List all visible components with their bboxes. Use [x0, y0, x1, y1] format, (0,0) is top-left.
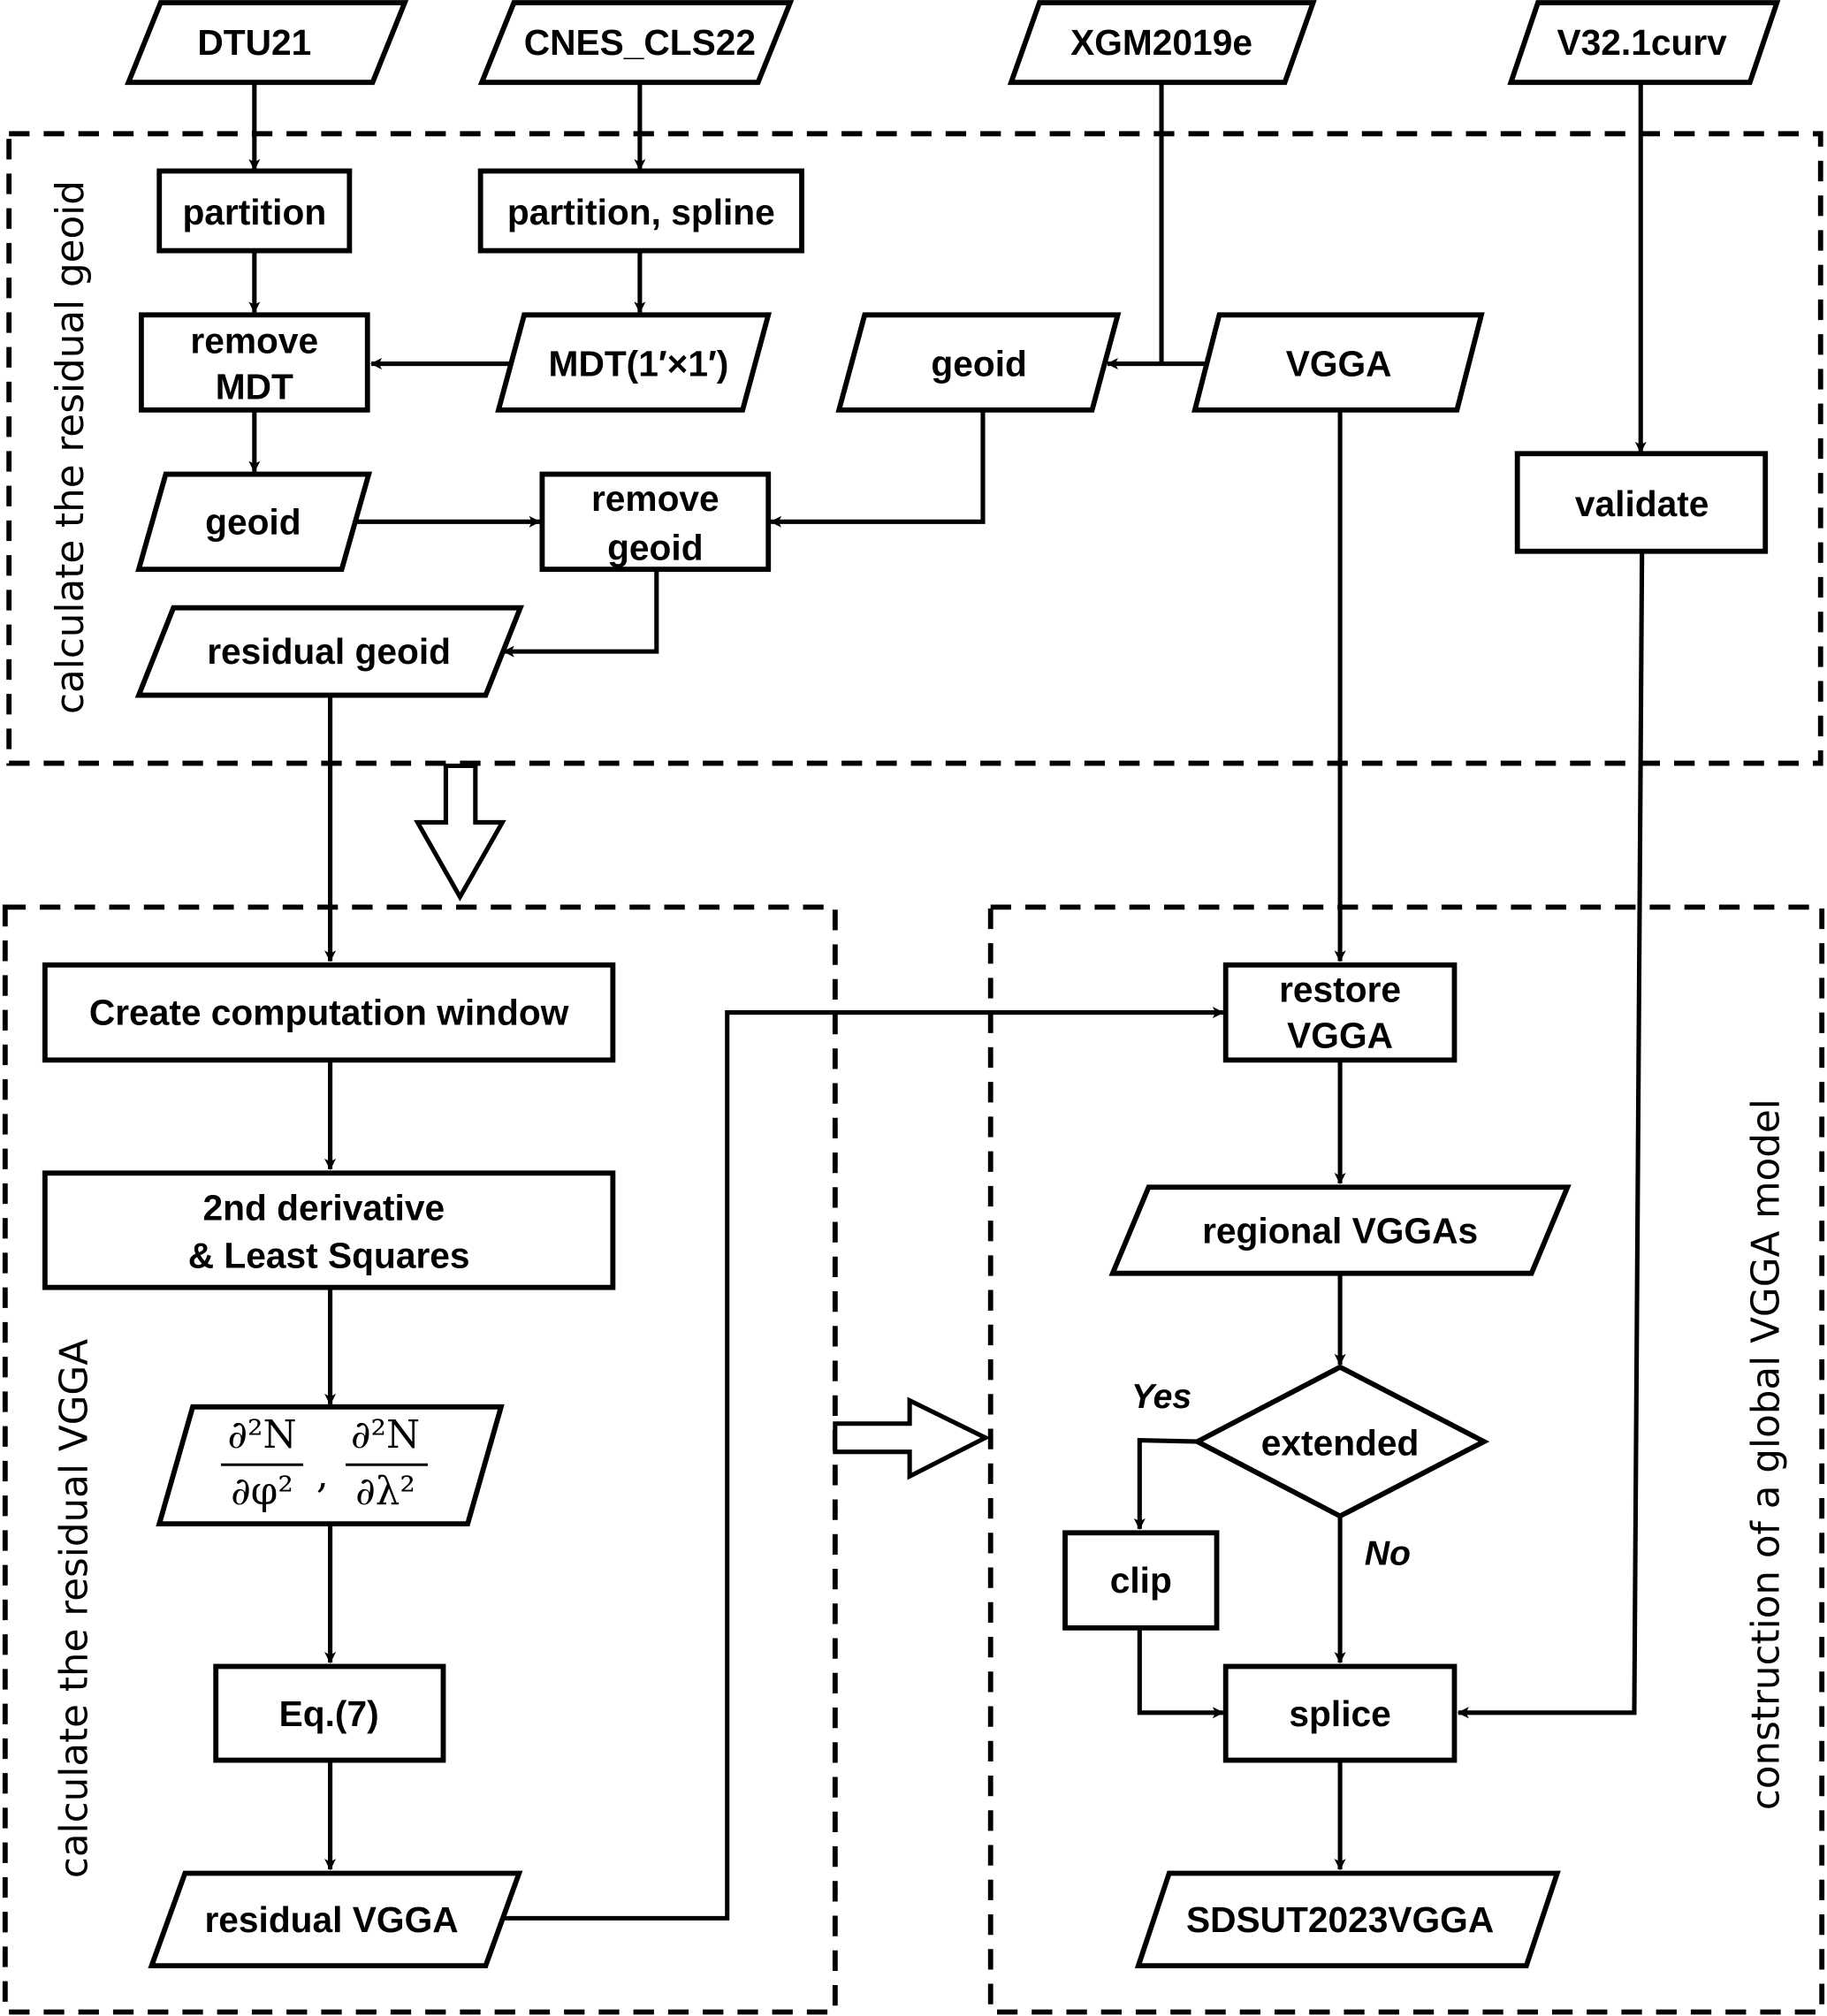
- node-validate: validate: [1514, 451, 1769, 554]
- node-partition-spline: partition, spline: [477, 168, 804, 254]
- branch-yes-label: Yes: [1131, 1377, 1191, 1416]
- node-restore-vgga: restore VGGA: [1222, 962, 1458, 1063]
- node-residual-geoid-label: residual geoid: [207, 631, 451, 672]
- node-eq7-label: Eq.(7): [279, 1693, 379, 1734]
- node-restore-vgga-label-2: VGGA: [1287, 1016, 1393, 1056]
- decision-extended-label: extended: [1261, 1423, 1420, 1464]
- input-cnes-cls22-label: CNES_CLS22: [524, 22, 756, 63]
- hollow-arrow-right: [833, 1396, 991, 1480]
- group-label-residual-geoid: calculate the residual geoid: [49, 180, 93, 714]
- node-remove-mdt-label-2: MDT: [216, 367, 293, 407]
- node-create-window-label: Create computation window: [89, 993, 569, 1033]
- input-xgm2019e-label: XGM2019e: [1070, 22, 1252, 63]
- node-clip: clip: [1062, 1530, 1220, 1631]
- formula-denominator-lambda: ∂λ²: [355, 1470, 415, 1514]
- group-residual-geoid: [6, 131, 1823, 766]
- formula-numerator-lambda: ∂²N: [351, 1413, 420, 1457]
- node-remove-mdt: remove MDT: [138, 312, 370, 413]
- node-derivative-label-1: 2nd derivative: [202, 1188, 445, 1229]
- node-partition: partition: [156, 168, 353, 254]
- decision-extended: extended: [1191, 1364, 1490, 1519]
- node-mdt-label: MDT(1′×1′): [549, 344, 729, 384]
- branch-no-label: No: [1365, 1534, 1411, 1573]
- input-cnes-cls22: CNES_CLS22: [477, 0, 795, 86]
- hollow-arrow-down: [414, 763, 506, 901]
- edge-residual-vgga-restore: [500, 1007, 1224, 1921]
- node-vgga-label: VGGA: [1286, 344, 1392, 384]
- group-label-residual-vgga: calculate the residual VGGA: [52, 1339, 96, 1878]
- node-partition-spline-label: partition, spline: [507, 192, 775, 232]
- node-regional-vggas: regional VGGAs: [1108, 1184, 1572, 1276]
- input-v32-curv: V32.1curv: [1507, 0, 1781, 86]
- node-splice: splice: [1222, 1663, 1458, 1763]
- node-remove-geoid-label-1: remove: [591, 478, 719, 519]
- node-create-window: Create computation window: [42, 962, 616, 1063]
- node-vgga: VGGA: [1191, 312, 1485, 413]
- node-residual-vgga: residual VGGA: [148, 1870, 523, 1969]
- edge-geoid-model-remove-geoid: [770, 411, 986, 528]
- node-residual-geoid: residual geoid: [134, 605, 524, 698]
- edge-clip-splice: [1137, 1627, 1224, 1719]
- node-clip-label: clip: [1110, 1560, 1172, 1601]
- node-remove-geoid: remove geoid: [539, 471, 772, 573]
- node-output: SDSUT2023VGGA: [1134, 1870, 1561, 1969]
- node-regional-vggas-label: regional VGGAs: [1202, 1211, 1478, 1251]
- node-remove-mdt-label-1: remove: [190, 320, 318, 361]
- input-dtu21: DTU21: [125, 0, 409, 86]
- group-label-global-model: construction of a global VGGA model: [1745, 1099, 1789, 1810]
- input-v32-curv-label: V32.1curv: [1557, 22, 1728, 63]
- node-derivative-label-2: & Least Squares: [188, 1235, 470, 1275]
- node-eq7: Eq.(7): [213, 1663, 446, 1763]
- node-geoid-model: geoid: [835, 312, 1122, 413]
- node-validate-label: validate: [1575, 483, 1709, 524]
- node-geoid: geoid: [135, 471, 373, 573]
- node-derivative: 2nd derivative & Least Squares: [42, 1170, 616, 1290]
- formula-separator: ,: [316, 1453, 329, 1497]
- node-partition-label: partition: [182, 192, 326, 232]
- node-restore-vgga-label-1: restore: [1279, 969, 1401, 1009]
- node-mdt: MDT(1′×1′): [495, 312, 773, 413]
- node-splice-label: splice: [1289, 1693, 1390, 1734]
- node-remove-geoid-label-2: geoid: [607, 527, 704, 567]
- input-xgm2019e: XGM2019e: [1007, 0, 1317, 86]
- node-output-label: SDSUT2023VGGA: [1186, 1899, 1494, 1940]
- edge-extended-clip: [1133, 1438, 1199, 1531]
- formula-denominator-phi: ∂φ²: [231, 1470, 293, 1514]
- node-residual-vgga-label: residual VGGA: [204, 1899, 458, 1940]
- input-dtu21-label: DTU21: [197, 22, 311, 63]
- node-geoid-label: geoid: [205, 501, 301, 542]
- formula-numerator-phi: ∂²N: [227, 1413, 296, 1457]
- edge-remove-geoid-residual: [502, 569, 659, 658]
- node-formula: ∂²N ∂φ² , ∂²N ∂λ²: [156, 1404, 505, 1527]
- edge-validate-splice: [1457, 551, 1645, 1719]
- node-geoid-model-label: geoid: [931, 344, 1026, 384]
